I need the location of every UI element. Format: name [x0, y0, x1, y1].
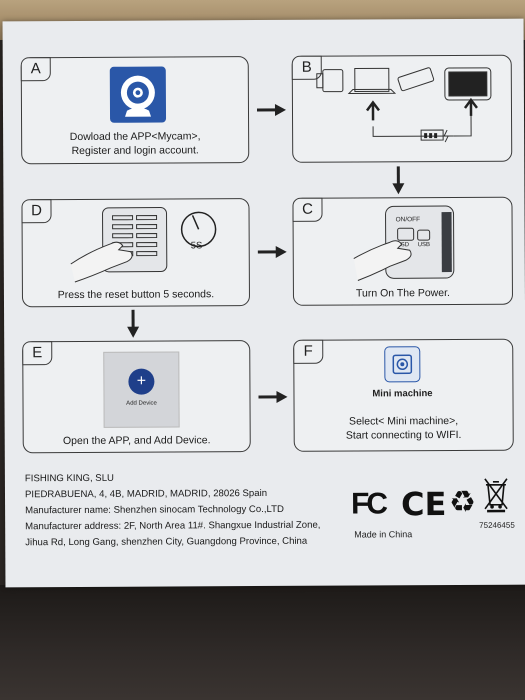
manufacturer-name: Manufacturer name: Shenzhen sinocam Tech… — [25, 503, 284, 517]
arrow-right-icon — [258, 390, 288, 403]
add-device-label: Add Device — [126, 400, 157, 407]
product-code: 75246455 — [479, 520, 515, 530]
manufacturer-address-line-2: Jihua Rd, Long Gang, shenzhen City, Guan… — [25, 535, 308, 549]
panel-c: C ON/OFF SD USB Turn On The Power. — [292, 196, 514, 306]
fcc-mark: FC — [350, 487, 386, 521]
arrow-down-icon — [127, 309, 140, 338]
reset-device-illustration — [70, 207, 217, 283]
mini-machine-card[interactable]: Mini machine — [372, 346, 433, 408]
ce-mark: CE — [400, 485, 447, 524]
power-on-illustration — [353, 205, 455, 281]
step-f-line-2: Start connecting to WIFI. — [345, 428, 462, 442]
step-c-caption: Turn On The Power. — [355, 287, 450, 300]
step-e-caption: Open the APP, and Add Device. — [62, 434, 211, 448]
panel-d: D 5S Press the reset button 5 seconds. — [21, 198, 251, 308]
step-f-line-1: Select< Mini machine>, — [349, 414, 459, 428]
manufacturer-address-line-1: Manufacturer address: 2F, North Area 11#… — [25, 519, 321, 533]
on-off-label: ON/OFF — [395, 216, 421, 224]
step-d-caption: Press the reset button 5 seconds. — [57, 288, 215, 302]
step-a-line-1: Dowload the APP<Mycam>, — [69, 130, 201, 144]
step-letter-f: F — [293, 339, 324, 364]
panel-e: E + Add Device Open the APP, and Add Dev… — [22, 340, 251, 454]
sd-label: SD — [400, 242, 410, 249]
step-letter-e: E — [22, 341, 53, 366]
recycle-icon: ♻ — [448, 485, 477, 520]
arrow-right-icon — [257, 245, 287, 258]
add-device-screen: + Add Device — [103, 351, 180, 428]
timer-label: 5S — [190, 240, 203, 252]
arrow-down-icon — [392, 166, 405, 195]
instruction-card: A Dowload the APP<Mycam>, Register and l… — [2, 18, 525, 588]
weee-bin-icon — [484, 478, 508, 513]
step-a-line-2: Register and login account. — [71, 144, 199, 158]
add-device-button[interactable]: + — [128, 368, 155, 395]
mini-machine-icon — [384, 346, 421, 383]
mycam-app-icon — [109, 66, 167, 123]
company-name: FISHING KING, SLU — [24, 472, 114, 485]
dark-floor-background — [0, 585, 525, 700]
company-address: PIEDRABUENA, 4, 4B, MADRID, MADRID, 2802… — [24, 487, 268, 501]
usb-label: USB — [417, 242, 431, 249]
panel-f: F Mini machine Select< Mini machine>, St… — [293, 338, 514, 452]
mini-machine-label: Mini machine — [372, 388, 433, 400]
step-letter-a: A — [20, 57, 51, 82]
made-in-china: Made in China — [354, 529, 413, 540]
panel-b: B — [291, 54, 513, 163]
panel-a: A Dowload the APP<Mycam>, Register and l… — [20, 56, 250, 165]
power-source-diagram — [316, 67, 492, 143]
arrow-right-icon — [256, 103, 286, 116]
